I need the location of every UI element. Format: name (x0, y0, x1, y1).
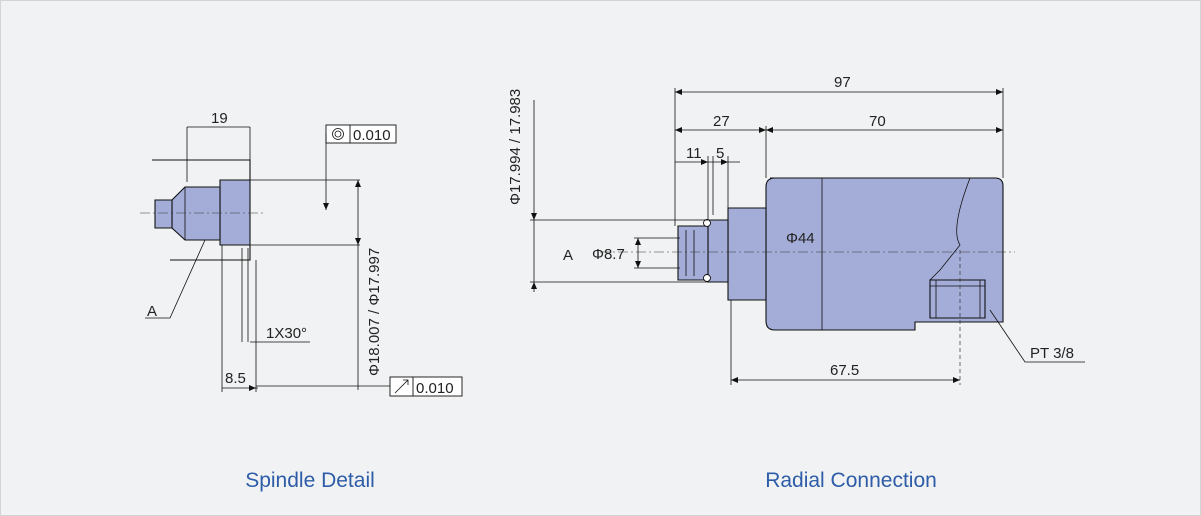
chamfer-label: 1X30° (266, 325, 307, 342)
spindle-tip (154, 199, 173, 229)
dim-11-5-lines (675, 156, 740, 220)
port-thread-lines (930, 280, 985, 318)
shaft-diameter-label: Φ17.994 / 17.983 (507, 89, 524, 205)
port-leader (989, 309, 1085, 363)
datum-a-leader (145, 239, 206, 319)
dim-diameter-lines (250, 179, 360, 390)
dim-97-label: 97 (834, 74, 851, 91)
housing-bottom-edge (170, 245, 251, 261)
radial-connection-caption: Radial Connection (765, 469, 937, 492)
body-contour-line (929, 177, 971, 281)
connection-shaft-tip (677, 225, 709, 281)
dim-5-label: 5 (716, 145, 724, 162)
housing-top-edge (152, 159, 251, 180)
dim-19-label: 19 (211, 110, 228, 127)
runout-value: 0.010 (416, 380, 454, 397)
concentricity-value: 0.010 (353, 127, 391, 144)
spindle-shaft (171, 186, 221, 241)
port-thread-label: PT 3/8 (1030, 345, 1074, 362)
spindle-datum-label: A (147, 303, 157, 320)
o-ring-top (703, 219, 711, 227)
dim-8-5-label: 8.5 (225, 370, 246, 387)
dim-97-lines (674, 88, 1004, 226)
body-diameter-label: Φ44 (786, 230, 815, 247)
dim-11-label: 11 (686, 145, 702, 162)
bore-diameter-label: Φ8.7 (592, 246, 625, 263)
chamfer-dim-lines (241, 248, 310, 343)
dim-shaft-diameter-lines (530, 100, 708, 292)
runout-icon (394, 379, 409, 394)
concentricity-icon (332, 128, 344, 140)
connection-datum-label: A (563, 247, 573, 264)
spindle-diameter-label: Φ18.007 / Φ17.997 (366, 248, 383, 376)
dim-bore-lines (634, 237, 680, 269)
radial-connection-view: 97 27 70 11 5 Φ17.994 / 17.983 A Φ8.7 Φ4… (507, 74, 1085, 492)
spindle-detail-view: 19 0.010 Φ18.007 / Φ17.997 A 1X30° 8.5 0… (140, 110, 463, 492)
dim-67-5-label: 67.5 (830, 362, 859, 379)
dim-19-lines (186, 126, 251, 182)
dim-70-label: 70 (869, 113, 886, 130)
port-thread (929, 279, 986, 319)
o-ring-bottom (703, 274, 711, 282)
connection-shaft-large (727, 207, 767, 301)
connection-shaft-small (707, 219, 729, 283)
dim-27-label: 27 (713, 113, 730, 130)
dim-67-5-lines (730, 300, 960, 385)
dim-27-70-lines (675, 126, 1003, 178)
shaft-groove-lines (685, 230, 695, 276)
spindle-detail-caption: Spindle Detail (245, 469, 375, 492)
spindle-collar (219, 179, 251, 246)
